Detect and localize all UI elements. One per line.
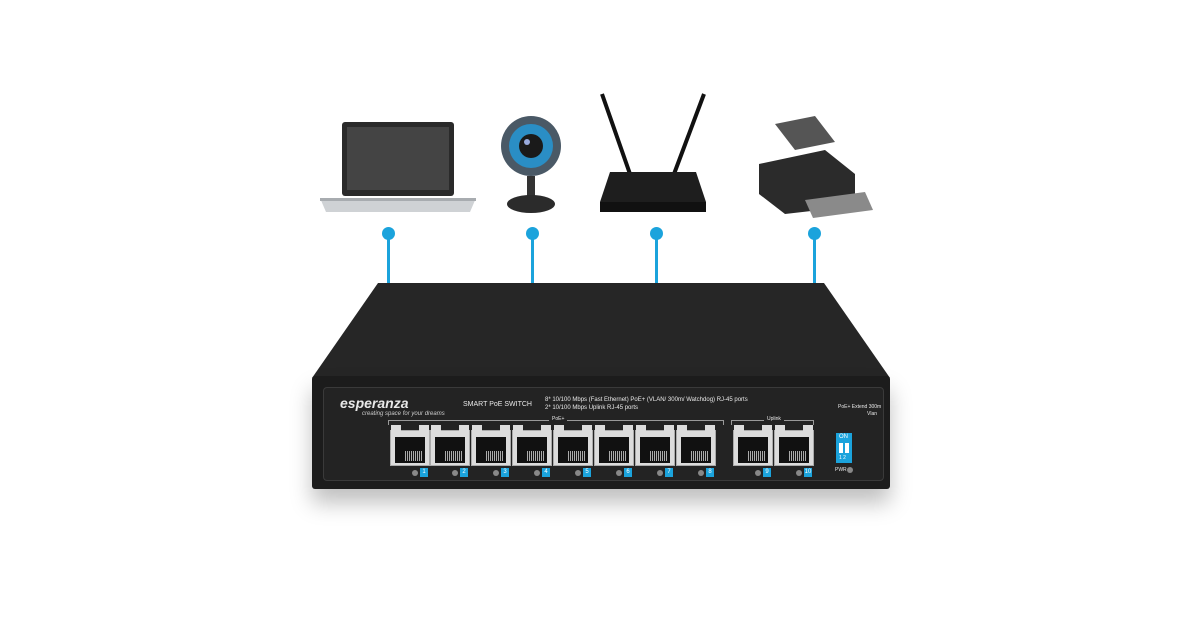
connection-dot — [808, 227, 821, 240]
rj45-port-10[interactable] — [774, 425, 814, 466]
port-number: 10 — [804, 468, 812, 477]
connection-dot — [650, 227, 663, 240]
port-number: 5 — [583, 468, 591, 477]
poe-group-label: PoE+ — [549, 416, 568, 422]
dip-lever-1[interactable] — [839, 443, 843, 453]
port-number: 3 — [501, 468, 509, 477]
port-led — [616, 470, 622, 476]
brand-tagline: creating space for your dreams — [362, 411, 445, 417]
port-led — [575, 470, 581, 476]
spec-line-1: 8* 10/100 Mbps (Fast Ethernet) PoE+ (VLA… — [545, 397, 748, 403]
connection-line-webcam — [531, 233, 534, 285]
connection-line-laptop — [387, 233, 390, 285]
rj45-port-4[interactable] — [512, 425, 552, 466]
port-led — [493, 470, 499, 476]
webcam-icon — [501, 116, 561, 213]
product-name: SMART PoE SWITCH — [463, 401, 532, 408]
connection-dot — [382, 227, 395, 240]
port-number: 7 — [665, 468, 673, 477]
port-number: 9 — [763, 468, 771, 477]
port-led — [755, 470, 761, 476]
dip-on-label: ON — [839, 434, 848, 440]
spec-line-2: 2* 10/100 Mbps Uplink RJ-45 ports — [545, 405, 639, 411]
router-icon — [600, 93, 706, 212]
rj45-port-7[interactable] — [635, 425, 675, 466]
connection-line-router — [655, 233, 658, 285]
dip-switch[interactable]: ON 1 2 — [836, 433, 852, 463]
rj45-port-1[interactable] — [390, 425, 430, 466]
brand-logo: esperanza — [340, 395, 409, 411]
port-number: 8 — [706, 468, 714, 477]
connection-line-printer — [813, 233, 816, 285]
port-led — [698, 470, 704, 476]
pwr-label: PWR — [835, 467, 847, 473]
dip-label-vlan: Vlan — [867, 411, 878, 417]
port-led — [534, 470, 540, 476]
port-led — [657, 470, 663, 476]
port-number: 4 — [542, 468, 550, 477]
dip-label-poe-extend: PoE+ Extend 300m — [838, 404, 882, 410]
uplink-group-label: Uplink — [764, 416, 784, 422]
rj45-port-2[interactable] — [430, 425, 470, 466]
rj45-port-3[interactable] — [471, 425, 511, 466]
rj45-port-5[interactable] — [553, 425, 593, 466]
printer-icon — [759, 116, 873, 218]
pwr-led — [847, 467, 853, 473]
rj45-port-6[interactable] — [594, 425, 634, 466]
connection-dot — [526, 227, 539, 240]
port-number: 1 — [420, 468, 428, 477]
port-number: 2 — [460, 468, 468, 477]
dip-lever-2[interactable] — [845, 443, 849, 453]
rj45-port-9[interactable] — [733, 425, 773, 466]
port-led — [412, 470, 418, 476]
port-led — [452, 470, 458, 476]
port-led — [796, 470, 802, 476]
laptop-icon — [320, 122, 476, 212]
switch-top — [312, 283, 890, 378]
port-number: 6 — [624, 468, 632, 477]
dip-numbers: 1 2 — [839, 455, 846, 461]
rj45-port-8[interactable] — [676, 425, 716, 466]
